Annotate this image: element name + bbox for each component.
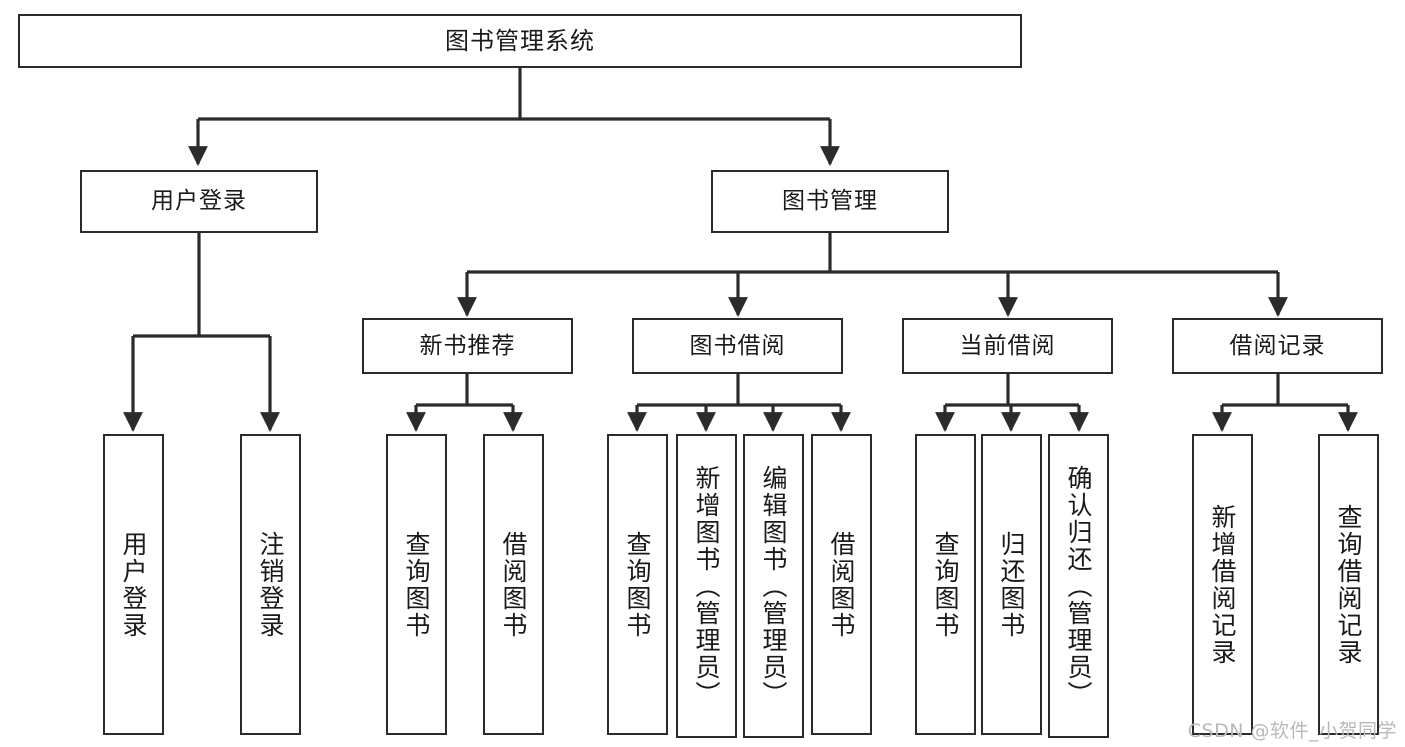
csdn-watermark: CSDN @软件_小贺同学 <box>1187 720 1397 742</box>
leaf-new-book-query[interactable]: 查询图书 <box>386 434 447 735</box>
leaf-new-book-borrow[interactable]: 借阅图书 <box>483 434 544 735</box>
node-borrow-record-label: 借阅记录 <box>1229 332 1326 359</box>
leaf-user-login-logout-label: 注销登录 <box>256 530 285 639</box>
leaf-current-query-book-label: 查询图书 <box>931 530 960 639</box>
leaf-user-login-login-label: 用户登录 <box>119 530 148 639</box>
node-book-management-label: 图书管理 <box>782 188 878 214</box>
leaf-borrow-query-book[interactable]: 查询图书 <box>607 434 668 735</box>
leaf-user-login-login[interactable]: 用户登录 <box>103 434 164 735</box>
node-user-login[interactable]: 用户登录 <box>80 170 318 233</box>
leaf-user-login-logout[interactable]: 注销登录 <box>240 434 301 735</box>
node-current-borrow-label: 当前借阅 <box>959 332 1056 359</box>
node-book-borrow-label: 图书借阅 <box>689 332 786 359</box>
leaf-record-query-label: 查询借阅记录 <box>1334 503 1363 666</box>
node-current-borrow[interactable]: 当前借阅 <box>902 318 1113 374</box>
leaf-record-add[interactable]: 新增借阅记录 <box>1192 434 1253 735</box>
leaf-borrow-edit-book-label: 编辑图书（管理员） <box>759 464 788 708</box>
leaf-new-book-query-label: 查询图书 <box>402 530 431 639</box>
leaf-current-query-book[interactable]: 查询图书 <box>915 434 976 735</box>
node-root-system[interactable]: 图书管理系统 <box>18 14 1022 68</box>
leaf-borrow-add-book[interactable]: 新增图书（管理员） <box>676 434 737 738</box>
node-borrow-record[interactable]: 借阅记录 <box>1172 318 1383 374</box>
node-book-borrow[interactable]: 图书借阅 <box>632 318 843 374</box>
leaf-record-add-label: 新增借阅记录 <box>1208 503 1237 666</box>
node-new-book-recommend[interactable]: 新书推荐 <box>362 318 573 374</box>
leaf-borrow-add-book-label: 新增图书（管理员） <box>692 464 721 708</box>
leaf-current-return-book[interactable]: 归还图书 <box>981 434 1042 735</box>
node-book-management[interactable]: 图书管理 <box>711 170 949 233</box>
leaf-borrow-edit-book[interactable]: 编辑图书（管理员） <box>743 434 804 738</box>
leaf-new-book-borrow-label: 借阅图书 <box>499 530 528 639</box>
leaf-current-confirm-return-label: 确认归还（管理员） <box>1064 464 1093 708</box>
node-user-login-label: 用户登录 <box>151 188 247 214</box>
leaf-record-query[interactable]: 查询借阅记录 <box>1318 434 1379 735</box>
leaf-current-confirm-return[interactable]: 确认归还（管理员） <box>1048 434 1109 738</box>
leaf-borrow-lend-book[interactable]: 借阅图书 <box>811 434 872 735</box>
node-new-book-recommend-label: 新书推荐 <box>419 332 516 359</box>
leaf-current-return-book-label: 归还图书 <box>997 530 1026 639</box>
leaf-borrow-lend-book-label: 借阅图书 <box>827 530 856 639</box>
node-root-system-label: 图书管理系统 <box>445 27 595 55</box>
leaf-borrow-query-book-label: 查询图书 <box>623 530 652 639</box>
